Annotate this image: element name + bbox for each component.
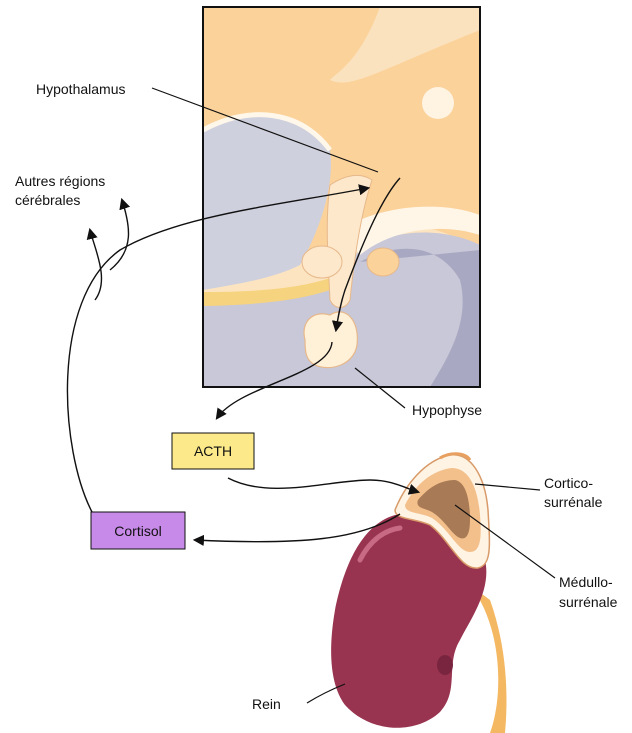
other-regions-label-line1: Autres régions [15,173,105,189]
cortico-label-line1: Cortico- [544,475,593,491]
acth-box: ACTH [172,433,254,469]
other-regions-label-line2: cérébrales [15,192,80,208]
cortisol-label: Cortisol [114,523,161,539]
acth-to-adrenal-arrow [228,478,418,492]
brain-section-illustration [203,7,480,387]
feedback-other-regions-arrow-2 [110,200,129,270]
hypothalamus-label: Hypothalamus [36,81,126,97]
acth-label: ACTH [194,443,232,459]
medullo-label-line2: surrénale [559,594,618,610]
hypophyse-label: Hypophyse [412,402,482,418]
feedback-other-regions-arrow-1 [90,230,101,300]
rein-label: Rein [252,696,281,712]
cortico-label-line2: surrénale [544,494,603,510]
cortisol-box: Cortisol [91,512,185,549]
medullo-label-line1: Médullo- [559,574,613,590]
